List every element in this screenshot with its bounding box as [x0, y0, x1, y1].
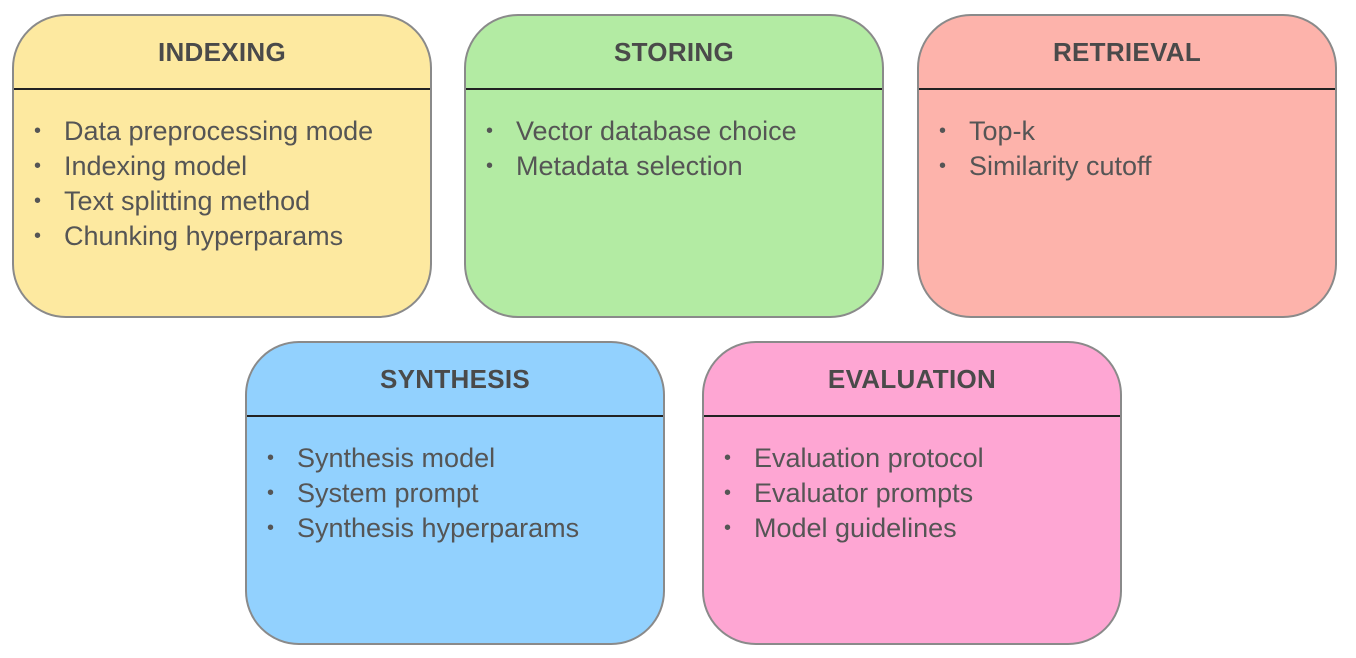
bullet: • — [939, 155, 947, 177]
bullet: • — [939, 120, 947, 142]
bullet: • — [34, 155, 42, 177]
list-item: • Text splitting method — [14, 184, 430, 219]
card-retrieval: RETRIEVAL • Top-k • Similarity cutoff — [917, 14, 1337, 318]
item-label: Vector database choice — [516, 116, 797, 146]
bullet: • — [724, 482, 732, 504]
bullet: • — [267, 447, 275, 469]
list-item: • Indexing model — [14, 149, 430, 184]
list-item: • Top-k — [919, 114, 1335, 149]
bullet: • — [486, 120, 494, 142]
bullet: • — [486, 155, 494, 177]
bullet: • — [724, 517, 732, 539]
card-indexing: INDEXING • Data preprocessing mode • Index… — [12, 14, 432, 318]
list-item: • Chunking hyperparams — [14, 219, 430, 254]
bullet: • — [34, 225, 42, 247]
item-label: Chunking hyperparams — [64, 221, 344, 251]
bullet: • — [267, 482, 275, 504]
list-item: • Synthesis model — [247, 441, 663, 476]
item-label: Synthesis model — [297, 443, 496, 473]
list-item: • Data preprocessing mode — [14, 114, 430, 149]
card-title: STORING — [466, 16, 882, 90]
item-label: Indexing model — [64, 151, 248, 181]
card-list: •Evaluation protocol •Evaluator prompts … — [704, 417, 1120, 546]
list-item: • Metadata selection — [466, 149, 882, 184]
card-storing: STORING • Vector database choice • Metadat… — [464, 14, 884, 318]
item-label: System prompt — [297, 478, 479, 508]
item-label: Model guidelines — [754, 513, 957, 543]
list-item: • System prompt — [247, 476, 663, 511]
item-label: Similarity cutoff — [969, 151, 1152, 181]
list-item: • Evaluation protocol — [704, 441, 1120, 476]
card-synthesis: SYNTHESIS • Synthesis model • System promp… — [245, 341, 665, 645]
card-title: EVALUATION — [704, 343, 1120, 417]
list-item: • Synthesis hyperparams — [247, 511, 663, 546]
card-title: INDEXING — [14, 16, 430, 90]
card-list: • Vector database choice • Metadata select… — [466, 90, 882, 184]
list-item: • Vector database choice — [466, 114, 882, 149]
item-label: Data preprocessing mode — [64, 116, 374, 146]
list-item: • Model guidelines — [704, 511, 1120, 546]
card-list: • Top-k • Similarity cutoff — [919, 90, 1335, 184]
item-label: Metadata selection — [516, 151, 743, 181]
list-item: • Evaluator prompts — [704, 476, 1120, 511]
item-label: Top-k — [969, 116, 1036, 146]
bullet: • — [724, 447, 732, 469]
card-list: • Data preprocessing mode • Indexing model… — [14, 90, 430, 254]
bullet: • — [34, 190, 42, 212]
item-label: Text splitting method — [64, 186, 311, 216]
list-item: • Similarity cutoff — [919, 149, 1335, 184]
item-label: Evaluation protocol — [754, 443, 984, 473]
card-list: • Synthesis model • System prompt • Synthes… — [247, 417, 663, 546]
item-label: Evaluator prompts — [754, 478, 974, 508]
bullet: • — [34, 120, 42, 142]
bullet: • — [267, 517, 275, 539]
card-title: SYNTHESIS — [247, 343, 663, 417]
card-evaluation: EVALUATION • Evaluation protocol • Evaluat… — [702, 341, 1122, 645]
item-label: Synthesis hyperparams — [297, 513, 580, 543]
card-title: RETRIEVAL — [919, 16, 1335, 90]
